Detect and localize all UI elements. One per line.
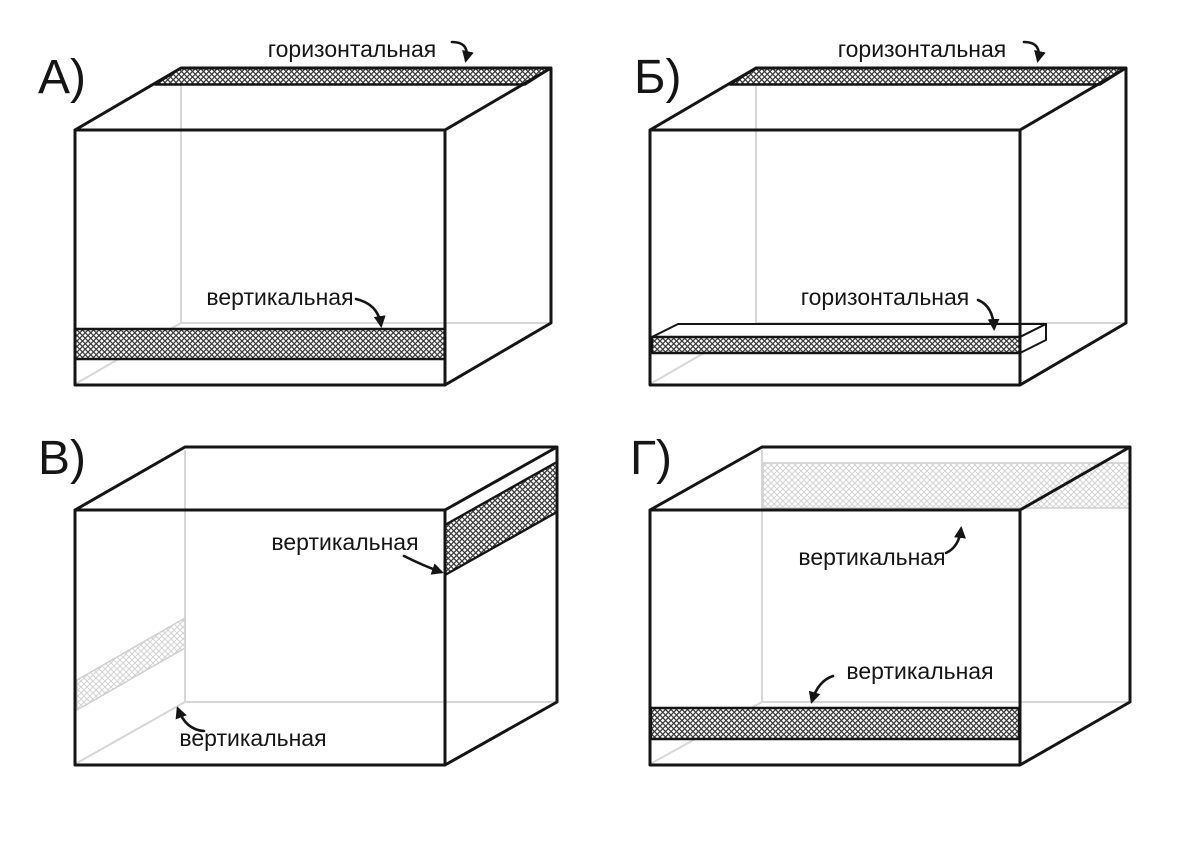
- label-arrow-icon: [402, 554, 444, 575]
- label-arrow-icon: [450, 40, 474, 63]
- strip-label-bottom: вертикальная: [846, 658, 993, 684]
- box-outline: [73, 66, 553, 387]
- hatched-strip-back-top-light: [762, 462, 1131, 509]
- strip-label-top: горизонтальная: [268, 36, 437, 62]
- hatched-strip-top-horizontal: [728, 66, 1128, 86]
- panel-g-letter: Г): [630, 432, 672, 485]
- strip-label-top: вертикальная: [271, 529, 418, 555]
- hatched-strip-bottom-vertical: [649, 706, 1021, 741]
- label-arrow-icon: [808, 674, 835, 704]
- strip-label-top: вертикальная: [798, 544, 945, 570]
- panel-g: Г) вертикальная вертикальная: [630, 432, 1132, 767]
- panel-v-letter: В): [38, 432, 86, 485]
- hatched-strip-left-vertical-light: [76, 617, 186, 711]
- strip-label-top: горизонтальная: [838, 36, 1007, 62]
- box-outline: [648, 66, 1128, 387]
- label-arrow-icon: [354, 297, 386, 328]
- panel-a-letter: А): [38, 51, 86, 104]
- panel-a: А) горизонтальная вертикальная: [38, 36, 553, 387]
- label-arrow-icon: [944, 526, 966, 555]
- label-arrow-icon: [976, 298, 1000, 331]
- box-outline: [73, 445, 559, 767]
- hatched-strip-bottom-vertical: [73, 327, 447, 361]
- strip-label-bottom: вертикальная: [179, 725, 326, 751]
- interior-edges: [76, 450, 556, 764]
- box-outline: [648, 445, 1132, 767]
- label-arrow-icon: [1022, 40, 1046, 63]
- label-arrow-icon: [175, 706, 206, 733]
- panel-b: Б) горизонтальная горизонтальная: [634, 36, 1128, 387]
- hatched-strip-top-horizontal: [153, 66, 553, 86]
- strip-label-bottom: вертикальная: [206, 284, 353, 310]
- strip-label-bottom: горизонтальная: [801, 284, 970, 310]
- hatched-shelf-horizontal: [650, 335, 1022, 355]
- panel-b-letter: Б): [634, 51, 681, 104]
- shelf-top-surface: [651, 323, 1047, 338]
- panel-v: В) вертикальная вертикальная: [38, 432, 559, 767]
